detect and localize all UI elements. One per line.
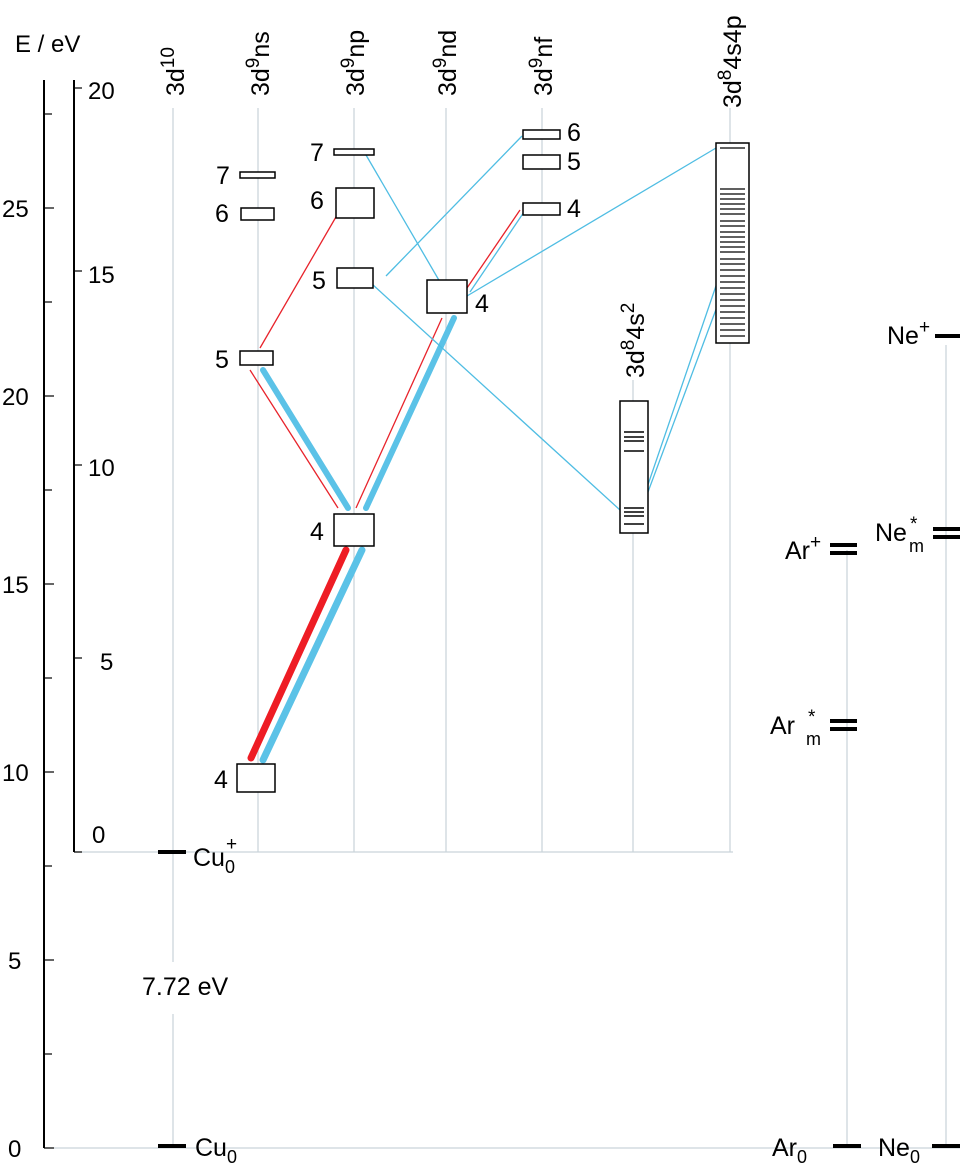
np-level-6: 6 [310, 187, 324, 215]
inner-tick-20: 20 [88, 78, 115, 105]
ar-ground-label: Ar0 [772, 1134, 807, 1167]
transition-4d-4f-blue [469, 211, 525, 293]
configuration-headers: 3d10 3d9ns 3d9np 3d9nd 3d9nf 3d84s4p 3d8… [158, 15, 747, 378]
nd-level-4: 4 [475, 290, 489, 318]
ar-metastable-label: Ar [770, 712, 795, 740]
level-box-4f [522, 202, 561, 216]
ar-metastable-star: * [808, 707, 816, 728]
header-3d8-4s4p: 3d84s4p [715, 15, 747, 108]
outer-tick-10: 10 [2, 760, 29, 787]
cu-ground-label: Cu0 [195, 1134, 237, 1167]
cu-ion-label-charge: + [226, 834, 237, 855]
transition-4s2-4s4p-blue-a [639, 279, 719, 509]
outer-tick-0: 0 [8, 1136, 21, 1163]
inner-tick-15: 15 [88, 262, 115, 289]
level-box-4s4p [715, 142, 750, 344]
outer-energy-axis: 0 5 10 15 20 25 E / eV [2, 31, 80, 1163]
ne-metastable-star: * [910, 514, 918, 535]
transition-4s2-4s4p-blue-b [644, 295, 722, 501]
energy-level-bars [158, 334, 960, 1148]
transition-5s-4p-blue [260, 367, 351, 511]
sublevels-4s2 [624, 431, 644, 525]
outer-tick-25: 25 [2, 196, 29, 223]
inner-tick-0: 0 [92, 822, 105, 849]
header-3d9np: 3d9np [338, 30, 370, 96]
level-box-5f [522, 154, 561, 170]
nf-level-5: 5 [567, 148, 581, 176]
inner-tick-10: 10 [88, 455, 115, 482]
inner-energy-axis: 0 5 10 15 20 [73, 78, 115, 853]
header-3d8-4s2: 3d84s2 [618, 303, 650, 378]
ne-metastable-sub: m [909, 536, 924, 556]
ne-ground-label: Ne0 [878, 1134, 920, 1167]
outer-tick-15: 15 [2, 572, 29, 599]
level-boxes [236, 129, 750, 793]
np-level-4: 4 [310, 518, 324, 546]
header-3d10: 3d10 [158, 47, 190, 96]
ns-level-7: 7 [216, 162, 230, 190]
level-box-7s [239, 171, 276, 179]
level-box-5p [336, 267, 374, 289]
ionization-label-backdrop [136, 962, 254, 1014]
header-3d9nd: 3d9nd [430, 30, 462, 96]
level-box-7p [333, 148, 375, 156]
level-box-5s [239, 350, 274, 366]
cu-ion-label: Cu0 [193, 844, 235, 877]
transition-4d-4f-red [466, 209, 521, 289]
nf-level-4: 4 [567, 195, 581, 223]
ne-ion-label: Ne+ [887, 317, 930, 350]
level-numbers: 4 5 6 7 4 5 6 7 4 4 5 6 [214, 119, 581, 794]
ionization-energy-label: 7.72 eV [142, 973, 229, 1001]
level-box-4d [426, 279, 468, 314]
transition-5s-6p-red [259, 209, 341, 349]
nf-level-6: 6 [567, 119, 581, 147]
inner-tick-5: 5 [100, 649, 113, 676]
level-box-6f [522, 129, 561, 140]
outer-tick-5: 5 [8, 948, 21, 975]
header-3d9nf: 3d9nf [526, 37, 558, 96]
np-level-7: 7 [310, 139, 324, 167]
transition-5p-4s2-blue [371, 283, 621, 511]
transition-4d-4s4p-blue [466, 147, 717, 297]
header-3d9ns: 3d9ns [243, 31, 275, 96]
transition-7p-4d-blue [365, 154, 441, 283]
transition-4p-4d-red [355, 317, 443, 509]
np-level-5: 5 [312, 267, 326, 295]
level-box-6s [240, 207, 275, 221]
level-box-4s [236, 763, 276, 793]
outer-tick-20: 20 [2, 384, 29, 411]
level-box-4p [333, 513, 375, 547]
transition-5s-4p-red [249, 369, 339, 509]
level-box-4s2 [619, 400, 649, 534]
ns-level-5: 5 [215, 346, 229, 374]
level-box-6p [335, 187, 375, 219]
axis-title: E / eV [15, 31, 80, 58]
ns-level-6: 6 [215, 200, 229, 228]
ne-metastable-label: Ne [875, 519, 907, 547]
sublevels-4s4p [720, 147, 745, 337]
transition-4s-4p-blue [259, 546, 366, 764]
ar-ion-label: Ar+ [785, 532, 821, 565]
ns-level-4: 4 [214, 766, 228, 794]
ar-metastable-sub: m [806, 729, 821, 749]
transition-4p-4d-blue [363, 315, 457, 511]
transition-4s-4p-red [247, 546, 350, 762]
transition-lines [247, 135, 722, 764]
transition-4d-6f-blue [385, 135, 523, 277]
